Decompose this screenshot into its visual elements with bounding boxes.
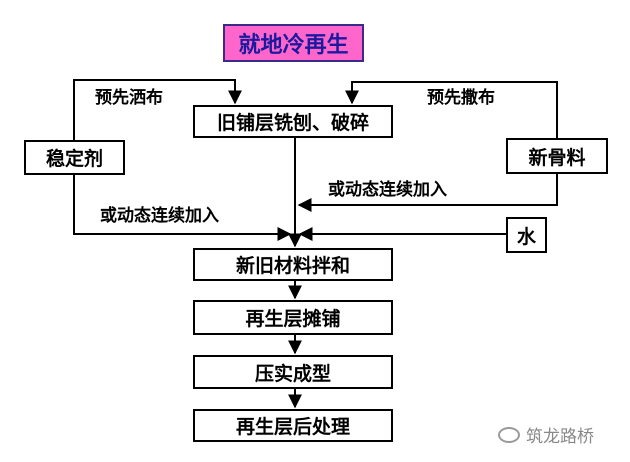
watermark-text: 筑龙路桥: [526, 427, 594, 447]
label-continuous-right: 或动态连续加入: [328, 180, 447, 200]
box-mix: 新旧材料拌和: [193, 248, 393, 281]
wechat-icon: [498, 426, 520, 443]
label-continuous-left: 或动态连续加入: [100, 206, 219, 226]
box-stabilizer: 稳定剂: [24, 140, 125, 175]
box-compact: 压实成型: [193, 355, 393, 389]
watermark: 筑龙路桥: [498, 422, 594, 447]
line-stabilizer-continuous: [73, 175, 292, 241]
line-aggregate-to-mill: [345, 81, 558, 138]
box-post-treatment: 再生层后处理: [193, 409, 393, 442]
line-aggregate-continuous: [297, 174, 558, 212]
diagram-title: 就地冷再生: [223, 24, 364, 62]
box-spread: 再生层摊铺: [193, 300, 393, 335]
line-stabilizer-to-mill: [73, 79, 242, 140]
label-pre-spray: 预先洒布: [95, 88, 163, 108]
label-pre-spread: 预先撒布: [427, 88, 495, 108]
box-water: 水: [506, 217, 547, 253]
box-new-aggregate: 新骨料: [506, 138, 608, 174]
box-mill-crush: 旧铺层铣刨、破碎: [193, 105, 393, 138]
